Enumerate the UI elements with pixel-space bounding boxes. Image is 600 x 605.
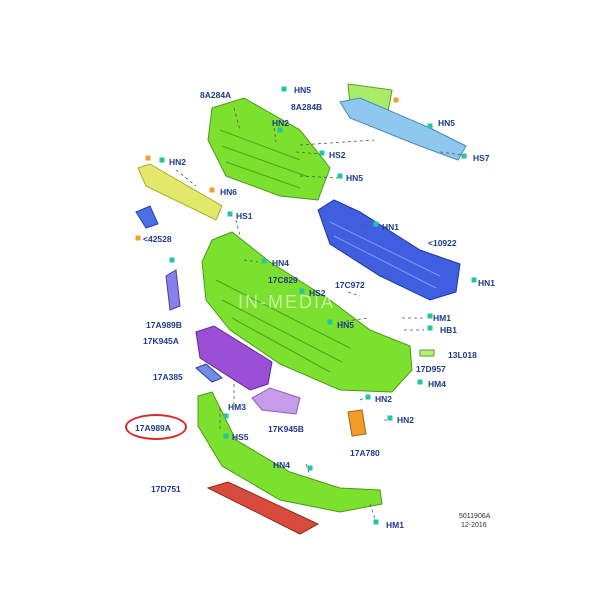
label-hn2-top: HN2 (272, 118, 290, 128)
label-hn6: HN6 (220, 187, 238, 197)
fastener-marker (471, 277, 477, 283)
highlight-circle (125, 414, 187, 440)
fastener-marker (327, 319, 333, 325)
42528-bracket (135, 205, 159, 229)
watermark: IN-MEDIA (238, 292, 335, 312)
fastener-marker (373, 519, 379, 525)
13l018-insert (419, 349, 435, 357)
label-hn5-lower: HN5 (337, 320, 355, 330)
label-hn5-top: HN5 (294, 85, 312, 95)
fastener-marker (365, 394, 371, 400)
fastener-marker (427, 123, 433, 129)
label-hn2-lower: HN2 (375, 394, 393, 404)
fastener-marker (337, 173, 343, 179)
label-hs7: HS7 (473, 153, 490, 163)
label-13l018: 13L018 (448, 350, 477, 360)
leader-lines (175, 107, 471, 523)
17a780-fog-lamp (347, 409, 367, 437)
fastener-marker (223, 433, 229, 439)
fastener-marker (277, 127, 283, 133)
label-hs2-lower: HS2 (309, 288, 326, 298)
fastener-marker (387, 415, 393, 421)
label-hn4-lower: HN4 (273, 460, 291, 470)
label-42528: <42528 (143, 234, 172, 244)
lower-valance (197, 391, 383, 513)
label-10922: <10922 (428, 238, 457, 248)
17k945a-bracket (195, 325, 273, 391)
label-hm3: HM3 (228, 402, 246, 412)
fastener-marker (307, 465, 313, 471)
10922-reinforcement (317, 199, 461, 301)
label-hn2-left: HN2 (169, 157, 187, 167)
fastener-marker (159, 157, 165, 163)
label-hs1: HS1 (236, 211, 253, 221)
label-17a385: 17A385 (153, 372, 183, 382)
fastener-marker (223, 413, 229, 419)
label-17d957: 17D957 (416, 364, 446, 374)
label-hm4: HM4 (428, 379, 446, 389)
fastener-marker (373, 221, 379, 227)
17a385-bracket (195, 363, 223, 383)
label-17c829: 17C829 (268, 275, 298, 285)
label-8a284b: 8A284B (291, 102, 323, 112)
label-17d751: 17D751 (151, 484, 181, 494)
fastener-marker (427, 313, 433, 319)
17a989b-bracket (165, 269, 181, 311)
label-hn1-right: HN1 (478, 278, 496, 288)
fastener-marker (209, 187, 215, 193)
fastener-marker (169, 257, 175, 263)
17k945b-bracket (251, 387, 301, 415)
label-hn5-mid: HN5 (346, 173, 364, 183)
fastener-marker (281, 86, 287, 92)
label-17k945b: 17K945B (268, 424, 304, 434)
label-hn2-right: HN2 (397, 415, 415, 425)
label-hn1-upper: HN1 (382, 222, 400, 232)
label-17a780: 17A780 (350, 448, 380, 458)
label-17a989b: 17A989B (146, 320, 182, 330)
label-hm1-lower: HM1 (386, 520, 404, 530)
label-hn5-right: HN5 (438, 118, 456, 128)
fastener-marker (299, 288, 305, 294)
fastener-marker (427, 325, 433, 331)
footer-code: 5011906A (459, 513, 491, 520)
fastener-marker (417, 379, 423, 385)
8a284b-absorber (339, 97, 467, 161)
label-hm1-upper: HM1 (433, 313, 451, 323)
label-hb1: HB1 (440, 325, 458, 335)
label-8a284a: 8A284A (200, 90, 232, 100)
bumper-cover (201, 231, 413, 393)
label-hn4-upper: HN4 (272, 258, 290, 268)
label-17c972: 17C972 (335, 280, 365, 290)
footer-date: 12-2016 (461, 522, 487, 529)
label-17k945a: 17K945A (143, 336, 179, 346)
17d751-deflector (206, 481, 320, 535)
yellow-grille (137, 163, 223, 221)
8a284a-grille-support (207, 97, 331, 201)
label-hs5: HS5 (232, 432, 249, 442)
fastener-marker (461, 153, 467, 159)
fastener-marker (227, 211, 233, 217)
fastener-marker (145, 155, 151, 161)
fastener-marker (393, 97, 399, 103)
fastener-marker (319, 150, 325, 156)
fastener-marker (261, 258, 267, 264)
fastener-marker (135, 235, 141, 241)
label-hs2-upper: HS2 (329, 150, 346, 160)
